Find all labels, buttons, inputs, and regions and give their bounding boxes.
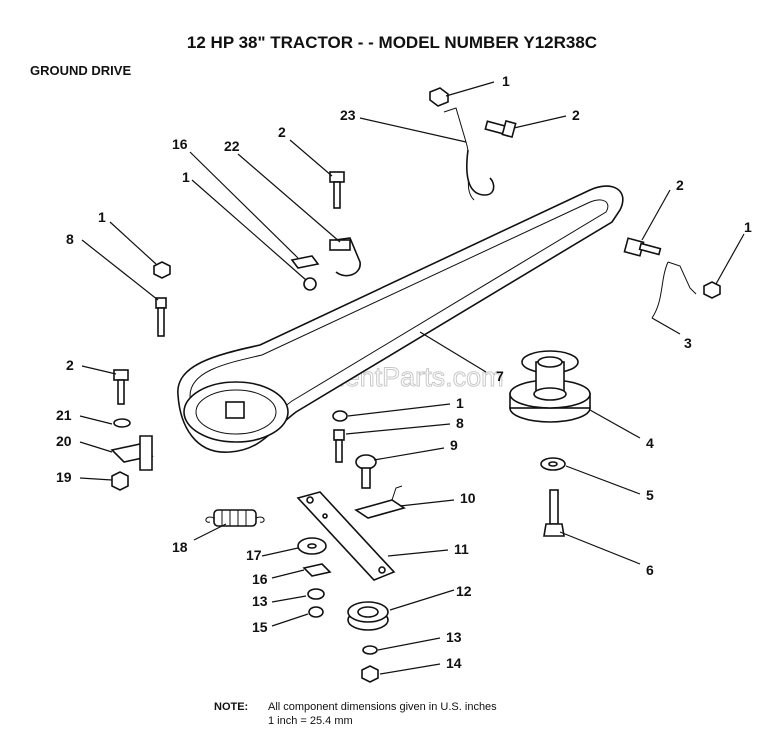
washer-part-13-lower [362, 645, 378, 655]
washer-part-5 [540, 457, 566, 471]
section-title: GROUND DRIVE [30, 63, 131, 78]
callout-16-lower: 16 [252, 571, 268, 587]
clip-part-16-upper [290, 255, 320, 269]
nut-part-19 [111, 471, 129, 491]
nut-part-15 [308, 606, 324, 618]
diagram-title: 12 HP 38" TRACTOR - - MODEL NUMBER Y12R3… [187, 33, 597, 52]
bracket-part-20 [110, 435, 154, 471]
callout-2-upper: 2 [278, 124, 286, 140]
bolt-part-6 [543, 489, 565, 537]
bracket-part-3 [651, 261, 697, 319]
callout-16-upper: 16 [172, 136, 188, 152]
callout-19: 19 [56, 469, 72, 485]
clip-part-16-lower [302, 563, 332, 577]
washer-part-13-upper [307, 588, 325, 600]
bracket-part-22 [329, 237, 361, 277]
callout-22: 22 [224, 138, 240, 154]
callout-20: 20 [56, 433, 72, 449]
spring-part-18 [205, 509, 265, 527]
pulley-part-4 [509, 350, 591, 423]
callout-3: 3 [684, 335, 692, 351]
callout-17: 17 [246, 547, 262, 563]
bolt-part-9 [355, 454, 377, 489]
note-label: NOTE: [214, 701, 248, 713]
idler-arm-part-11 [296, 491, 396, 581]
nut-part-1-center [332, 410, 348, 422]
callout-13-upper: 13 [252, 593, 268, 609]
callout-14: 14 [446, 655, 462, 671]
callout-1-left: 1 [98, 209, 106, 225]
note-line-1: All component dimensions given in U.S. i… [268, 701, 497, 713]
nut-part-1-top [429, 87, 449, 107]
callout-1-upper: 1 [182, 169, 190, 185]
callout-2-top: 2 [572, 107, 580, 123]
washer-part-17 [297, 537, 327, 555]
callout-1-center: 1 [456, 395, 464, 411]
bolt-part-2-top [484, 119, 517, 139]
callout-18: 18 [172, 539, 188, 555]
callout-8-left: 8 [66, 231, 74, 247]
callout-15: 15 [252, 619, 268, 635]
bolt-part-2-right [623, 237, 662, 257]
callout-4: 4 [646, 435, 654, 451]
callout-2-right: 2 [676, 177, 684, 193]
washer-part-21 [113, 418, 131, 428]
note-line-2: 1 inch = 25.4 mm [268, 715, 353, 727]
bolt-part-2-upper [329, 171, 345, 209]
drive-belt [177, 185, 624, 453]
nut-part-1-left [153, 261, 171, 279]
pulley-part-12 [347, 601, 389, 631]
callout-10: 10 [460, 490, 476, 506]
callout-1-right: 1 [744, 219, 752, 235]
callout-23: 23 [340, 107, 356, 123]
callout-5: 5 [646, 487, 654, 503]
callout-7: 7 [496, 368, 504, 384]
bolt-part-8-left [155, 297, 167, 337]
callout-21: 21 [56, 407, 72, 423]
nut-part-1-upper [303, 277, 317, 291]
nut-part-1-right [703, 281, 721, 299]
callout-2-lower: 2 [66, 357, 74, 373]
callout-11: 11 [454, 541, 469, 557]
callout-1-top: 1 [502, 73, 510, 89]
nut-part-14 [361, 665, 379, 683]
callout-9: 9 [450, 437, 458, 453]
callout-6: 6 [646, 562, 654, 578]
callout-13-lower: 13 [446, 629, 462, 645]
bolt-part-8-center [333, 429, 345, 463]
callout-12: 12 [456, 583, 472, 599]
leader-lines [79, 81, 745, 675]
bolt-part-2-lower [113, 369, 129, 405]
callout-8-center: 8 [456, 415, 464, 431]
bracket-part-10 [354, 485, 406, 519]
rod-part-23 [443, 107, 495, 201]
